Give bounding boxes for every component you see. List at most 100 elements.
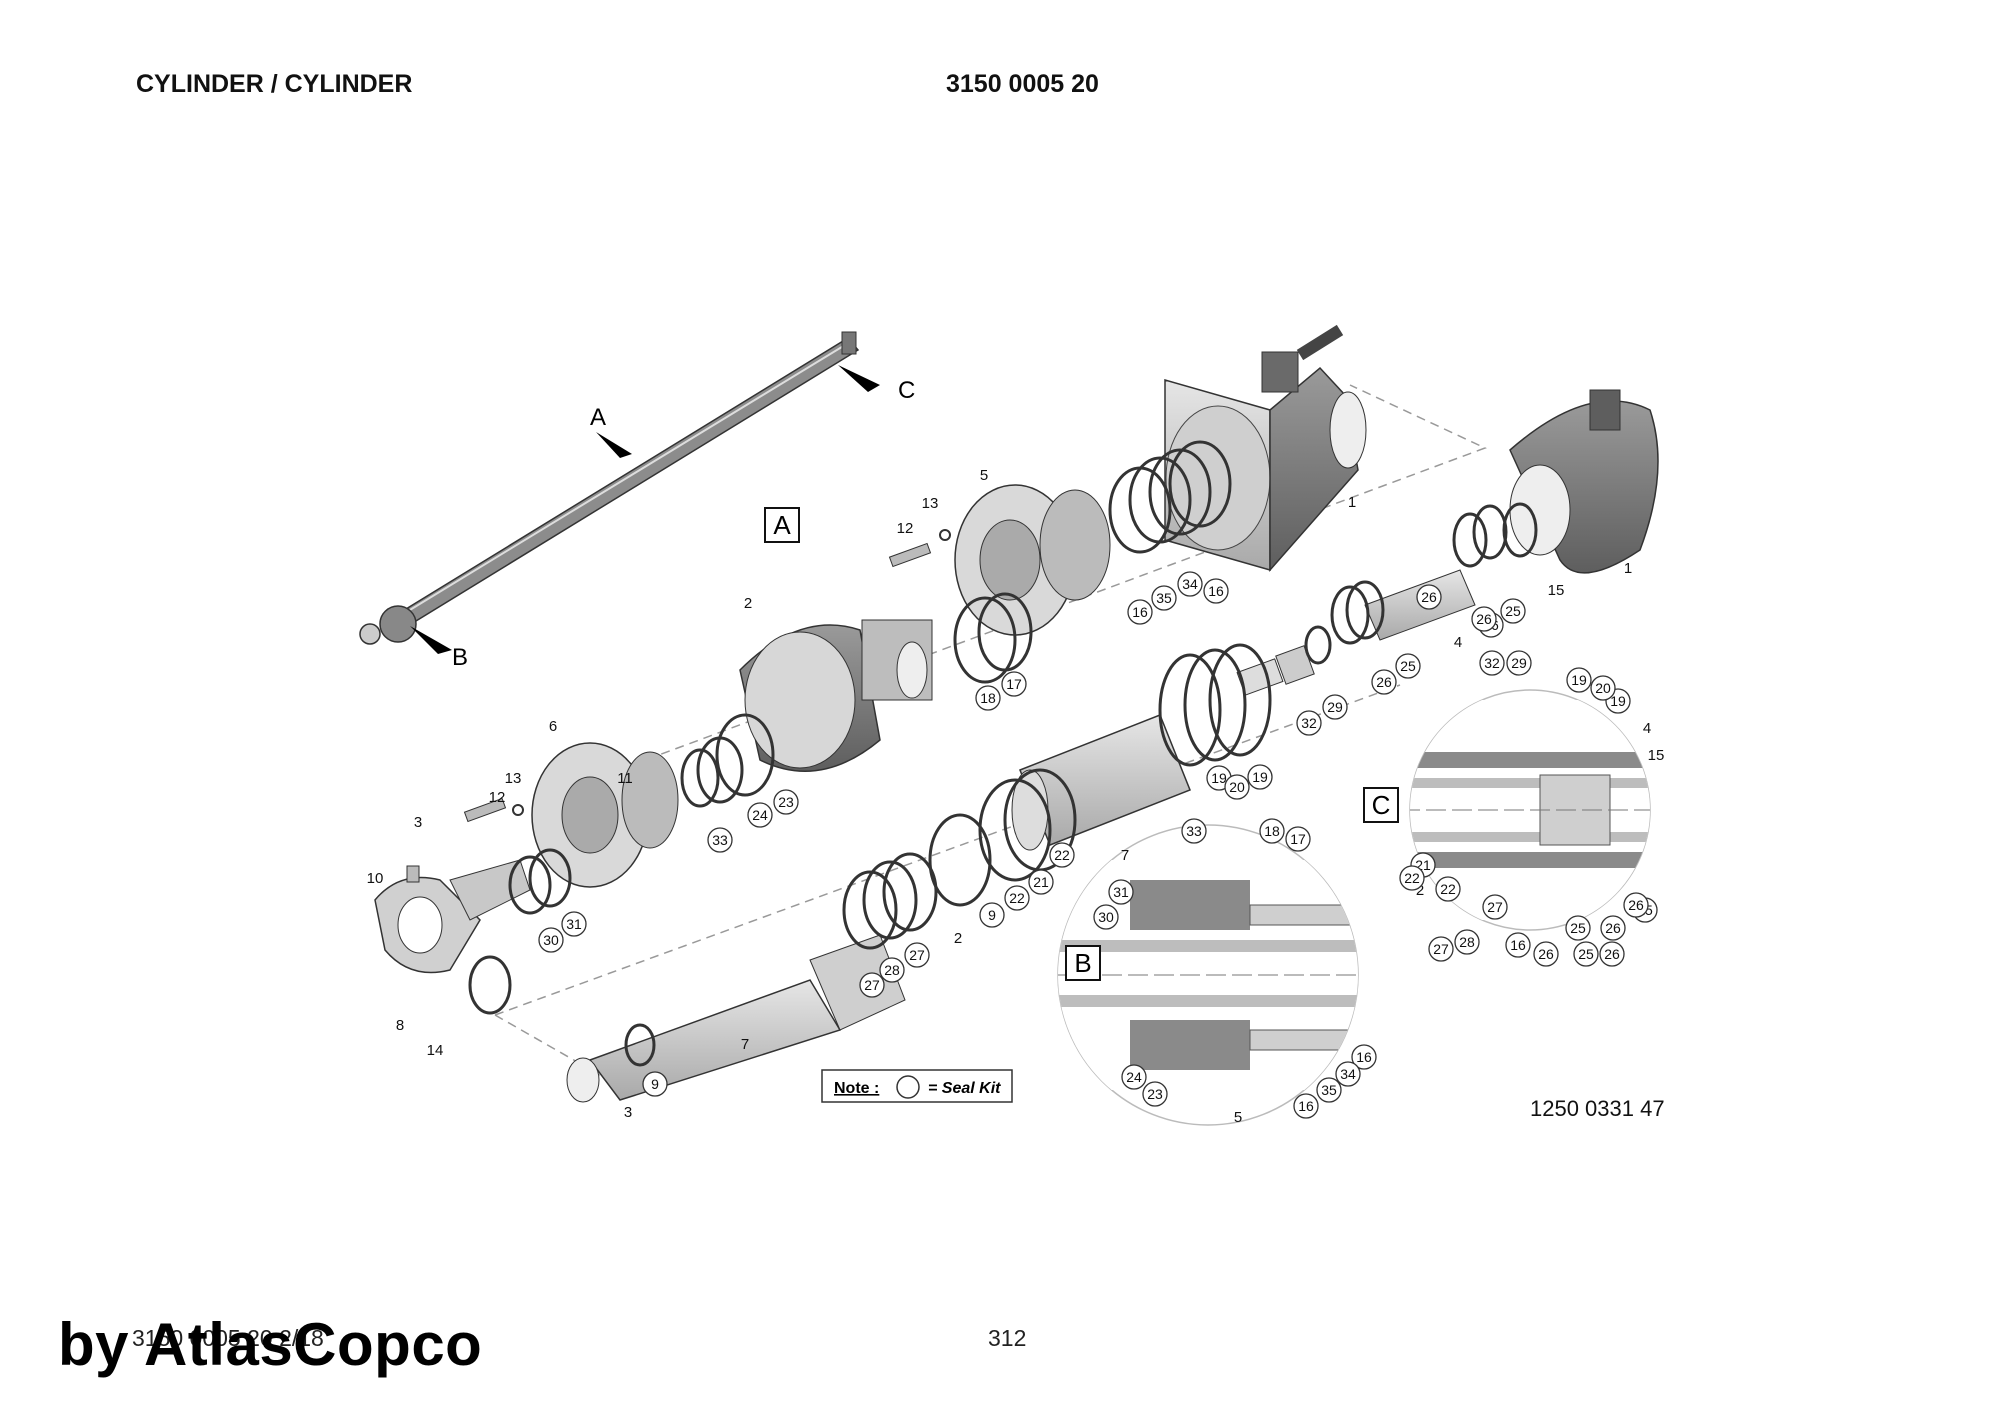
callout-label: 27 xyxy=(1428,936,1454,962)
callout-label: 25 xyxy=(1565,915,1591,941)
callout-label: 26 xyxy=(1416,584,1442,610)
svg-text:24: 24 xyxy=(752,807,768,823)
callout-label: 33 xyxy=(707,827,733,853)
svg-text:B: B xyxy=(1074,948,1091,978)
svg-text:26: 26 xyxy=(1476,611,1492,627)
callout-label: 10 xyxy=(367,870,384,887)
note-text: = Seal Kit xyxy=(928,1080,1001,1097)
callout-label: 3 xyxy=(414,814,422,831)
callout-label: 27 xyxy=(1482,894,1508,920)
cylinder-overview xyxy=(359,331,880,654)
callout-label: 2 xyxy=(1416,882,1424,899)
svg-text:7: 7 xyxy=(741,1036,749,1053)
callout-label: 32 xyxy=(1479,650,1505,676)
callout-label: 2 xyxy=(744,595,752,612)
callout-label: 26 xyxy=(1371,669,1397,695)
callout-label: 8 xyxy=(396,1017,404,1034)
assembly-axis-lines xyxy=(494,384,1487,1076)
svg-text:26: 26 xyxy=(1538,946,1554,962)
svg-text:29: 29 xyxy=(1327,699,1343,715)
svg-text:5: 5 xyxy=(980,467,988,484)
note-label: Note : xyxy=(834,1080,879,1097)
gland-top xyxy=(954,484,1111,636)
callout-label: 13 xyxy=(922,495,939,512)
svg-text:2: 2 xyxy=(954,930,962,947)
cylinder-housing xyxy=(1164,324,1367,572)
callout-label: 22 xyxy=(1004,885,1030,911)
svg-text:28: 28 xyxy=(884,962,900,978)
svg-text:26: 26 xyxy=(1376,674,1392,690)
svg-text:14: 14 xyxy=(427,1042,444,1059)
callout-label: 34 xyxy=(1335,1061,1361,1087)
svg-text:13: 13 xyxy=(922,495,939,512)
svg-text:12: 12 xyxy=(897,520,914,537)
callout-label: 1 xyxy=(1624,560,1632,577)
callout-label: 25 xyxy=(1573,941,1599,967)
svg-text:20: 20 xyxy=(1595,680,1611,696)
arrow-b xyxy=(410,626,452,654)
callout-label: 30 xyxy=(538,927,564,953)
svg-text:27: 27 xyxy=(1487,899,1503,915)
callout-label: 25 xyxy=(1395,653,1421,679)
svg-text:9: 9 xyxy=(988,907,996,923)
callout-label: 20 xyxy=(1590,675,1616,701)
svg-text:25: 25 xyxy=(1400,658,1416,674)
svg-text:26: 26 xyxy=(1628,897,1644,913)
svg-text:23: 23 xyxy=(1147,1086,1163,1102)
callout-label: 19 xyxy=(1247,764,1273,790)
svg-text:28: 28 xyxy=(1459,934,1475,950)
svg-text:15: 15 xyxy=(1548,582,1565,599)
callout-label: 26 xyxy=(1623,892,1649,918)
detail-box-b: B xyxy=(1065,945,1101,981)
callout-label: 15 xyxy=(1548,582,1565,599)
callout-label: 5 xyxy=(980,467,988,484)
svg-text:16: 16 xyxy=(1356,1049,1372,1065)
svg-text:30: 30 xyxy=(543,932,559,948)
callout-label: 28 xyxy=(1454,929,1480,955)
svg-text:22: 22 xyxy=(1009,890,1025,906)
svg-text:4: 4 xyxy=(1643,720,1651,737)
callout-label: 31 xyxy=(1108,879,1134,905)
arrow-label-c: C xyxy=(898,377,915,404)
svg-text:23: 23 xyxy=(778,794,794,810)
svg-text:22: 22 xyxy=(1404,870,1420,886)
callout-label: 7 xyxy=(1121,847,1129,864)
cylinder-housing-right xyxy=(1509,389,1659,574)
svg-text:25: 25 xyxy=(1570,920,1586,936)
gland-bottom xyxy=(531,742,679,888)
watermark: by AtlasCopco xyxy=(58,1311,483,1378)
callout-label: 19 xyxy=(1566,667,1592,693)
callout-label: 16 xyxy=(1203,578,1229,604)
callout-label: 29 xyxy=(1322,694,1348,720)
svg-text:31: 31 xyxy=(566,916,582,932)
arrow-c xyxy=(838,365,880,392)
callout-label: 26 xyxy=(1471,606,1497,632)
svg-text:26: 26 xyxy=(1421,589,1437,605)
svg-text:17: 17 xyxy=(1006,676,1022,692)
detail-b-view xyxy=(1057,824,1359,1126)
svg-text:24: 24 xyxy=(1126,1069,1142,1085)
callout-label: 35 xyxy=(1316,1077,1342,1103)
svg-text:34: 34 xyxy=(1182,576,1198,592)
svg-text:7: 7 xyxy=(1121,847,1129,864)
callout-label: 29 xyxy=(1506,650,1532,676)
callout-label: 18 xyxy=(975,685,1001,711)
svg-text:17: 17 xyxy=(1290,831,1306,847)
callout-label: 13 xyxy=(505,770,522,787)
callout-label: 24 xyxy=(1121,1064,1147,1090)
svg-text:16: 16 xyxy=(1208,583,1224,599)
svg-text:10: 10 xyxy=(367,870,384,887)
svg-text:5: 5 xyxy=(1234,1109,1242,1126)
svg-text:1: 1 xyxy=(1624,560,1632,577)
seal-rings xyxy=(468,440,1538,1067)
callout-label: 23 xyxy=(1142,1081,1168,1107)
callout-label: 30 xyxy=(1093,904,1119,930)
svg-text:6: 6 xyxy=(549,718,557,735)
callout-label: 26 xyxy=(1599,941,1625,967)
callout-label: 6 xyxy=(549,718,557,735)
svg-text:8: 8 xyxy=(396,1017,404,1034)
callout-label: 9 xyxy=(979,902,1005,928)
page-title: CYLINDER / CYLINDER xyxy=(136,70,413,98)
callout-label: 16 xyxy=(1351,1044,1377,1070)
